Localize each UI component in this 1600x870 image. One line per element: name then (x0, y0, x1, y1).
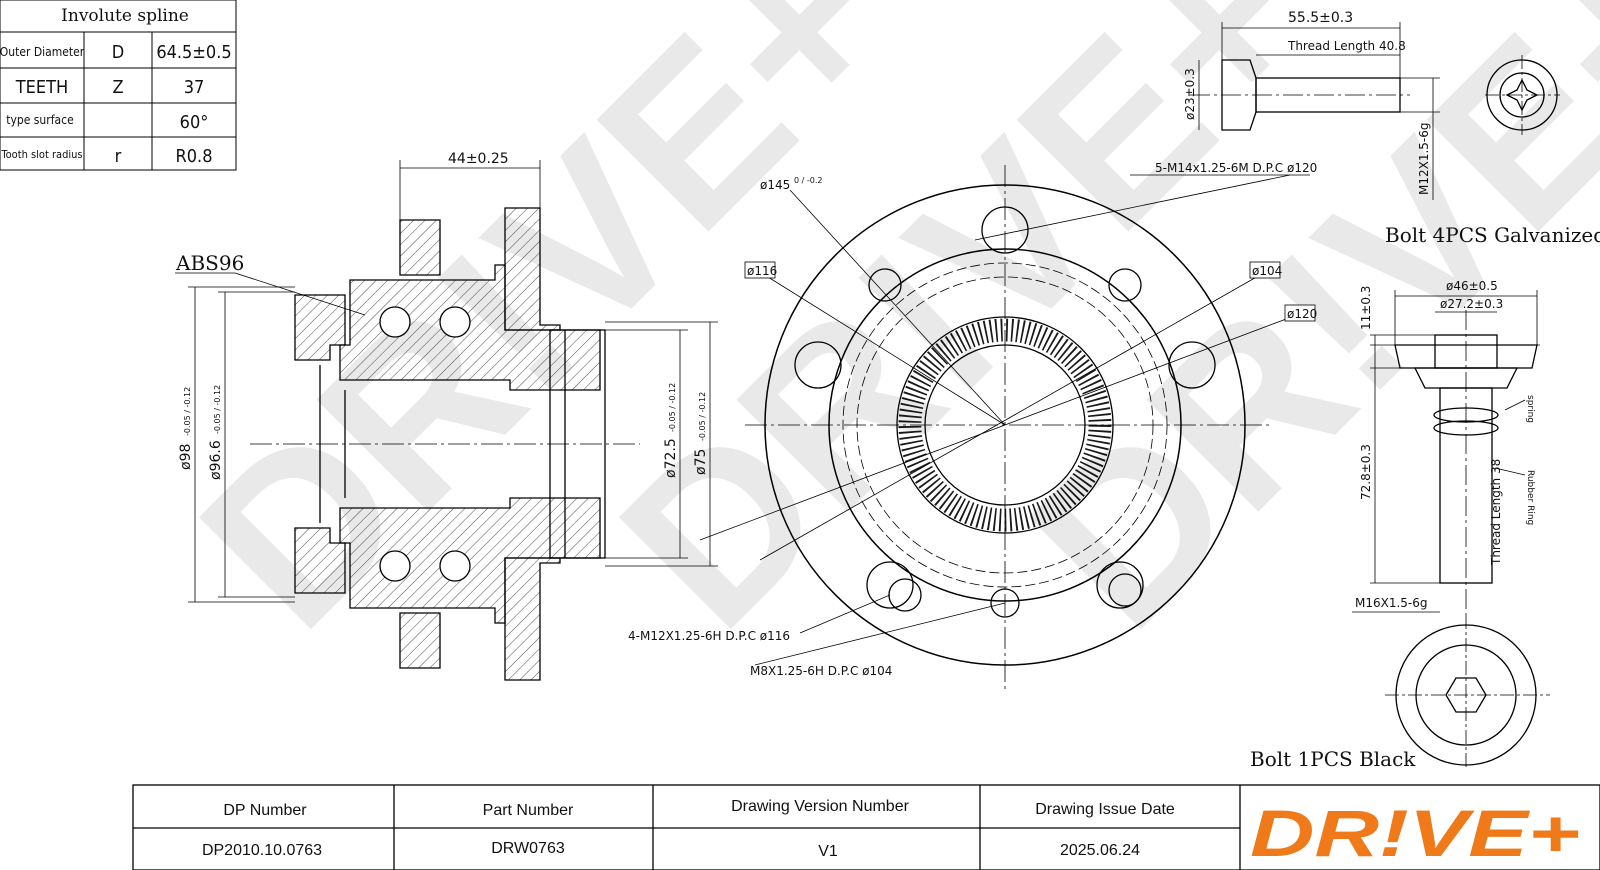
tb-header-part: Part Number (483, 802, 574, 819)
hub-width-dim: 44±0.25 (448, 151, 509, 167)
tb-header-dp: DP Number (223, 802, 307, 819)
spline-table-title: Involute spline (61, 6, 189, 26)
dia-72-5-label: ø72.5 (663, 438, 679, 478)
spline-row-3-value: R0.8 (176, 146, 213, 167)
bottom-bolt-thread: M16X1.5-6g (1355, 596, 1428, 610)
spline-row-0-value: 64.5±0.5 (156, 42, 231, 63)
top-bolt-thread: M12X1.5-6g (1417, 122, 1431, 195)
bottom-bolt-spring: spring (1525, 395, 1535, 423)
spline-row-2-value: 60° (180, 112, 209, 133)
bottom-bolt-thread-length: Thread Length 38 (1489, 459, 1503, 566)
brand-logo: DR!VE+ (1250, 796, 1580, 870)
spline-row-3-label: Tooth slot radius (0, 148, 82, 161)
flange-thread-m8: M8X1.25-6H D.P.C ø104 (750, 664, 892, 678)
spline-table (0, 0, 237, 171)
bottom-bolt-note: Bolt 1PCS Black (1250, 747, 1416, 771)
flange-thread-5: 5-M14x1.25-6M D.P.C ø120 (1155, 161, 1317, 175)
top-bolt-note: Bolt 4PCS Galvanized (1385, 223, 1600, 247)
bottom-bolt-h11: 11±0.3 (1359, 286, 1373, 330)
spline-row-1-value: 37 (184, 77, 205, 98)
top-bolt-head-dia: ø23±0.3 (1183, 68, 1197, 120)
dia-98-tol: -0.05 / -0.12 (183, 387, 192, 436)
tb-header-version: Drawing Version Number (731, 798, 910, 815)
tb-header-date: Drawing Issue Date (1035, 801, 1175, 818)
hub-dimensions (175, 160, 718, 603)
spline-row-3-symbol: r (115, 146, 122, 167)
tb-value-dp: DP2010.10.0763 (202, 842, 322, 859)
spline-row-1-label: TEETH (15, 77, 68, 98)
dia-98-label: ø98 (178, 444, 194, 470)
dia-96-6-tol: -0.05 / -0.12 (213, 385, 222, 434)
flange-front-view (699, 165, 1311, 690)
flange-lobes (794, 206, 1216, 618)
flange-d116: ø116 (747, 264, 777, 278)
top-bolt-thread-length: Thread Length 40.8 (1287, 39, 1406, 53)
spline-row-0-label: Outer Diameter (0, 45, 85, 59)
dia-96-6-label: ø96.6 (208, 440, 224, 480)
title-block (132, 784, 1600, 870)
top-bolt (1190, 22, 1560, 200)
spline-row-0-symbol: D (112, 42, 124, 63)
abs-label: ABS96 (175, 251, 244, 275)
spline-row-2-label: type surface (6, 113, 74, 127)
bottom-bolt-d46: ø46±0.5 (1446, 279, 1498, 293)
spline-row-1-symbol: Z (112, 77, 123, 98)
flange-d145: ø145 (760, 178, 790, 192)
bottom-bolt-length: 72.8±0.3 (1359, 444, 1373, 500)
bottom-bolt (1352, 290, 1550, 770)
hub-section-view (250, 207, 640, 681)
top-bolt-length: 55.5±0.3 (1288, 10, 1353, 26)
dia-75-label: ø75 (693, 449, 709, 475)
bottom-bolt-rubber: Rubber Ring (1525, 470, 1535, 525)
dia-75-tol: -0.05 / -0.12 (698, 392, 707, 441)
tb-value-date: 2025.06.24 (1060, 842, 1140, 859)
dia-72-5-tol: -0.05 / -0.12 (668, 383, 677, 432)
bottom-bolt-d27: ø27.2±0.3 (1440, 297, 1503, 311)
tb-value-version: V1 (818, 843, 838, 860)
flange-d104: ø104 (1252, 264, 1282, 278)
flange-thread-4: 4-M12X1.25-6H D.P.C ø116 (628, 629, 790, 643)
tb-value-part: DRW0763 (491, 840, 565, 857)
flange-d120: ø120 (1287, 307, 1317, 321)
flange-d145-tol: 0 / -0.2 (794, 176, 822, 185)
